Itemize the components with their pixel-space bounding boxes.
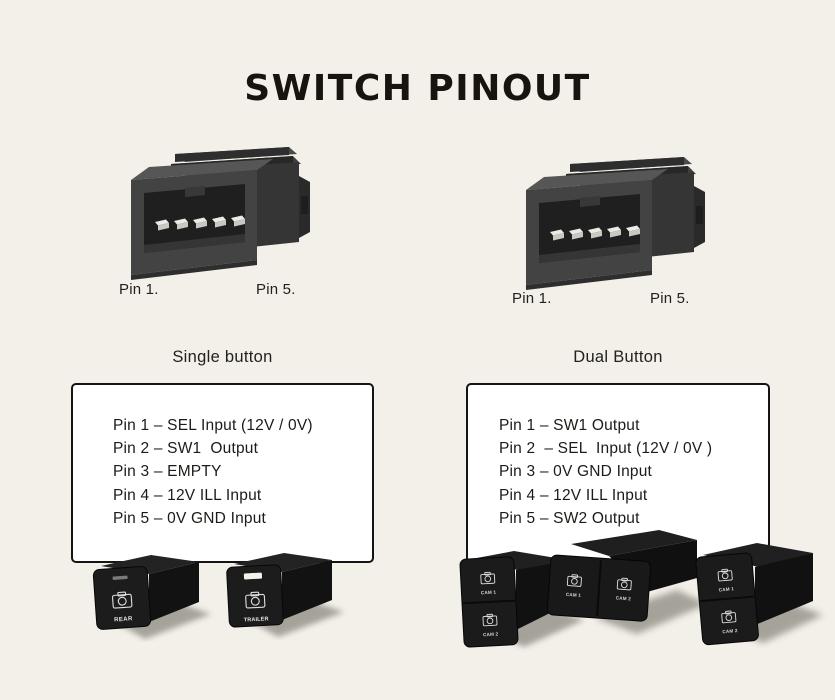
- pin-line: Pin 1 – SEL Input (12V / 0V): [113, 417, 313, 434]
- pin5-label-single: Pin 5.: [256, 281, 296, 298]
- single-pinout-box: [71, 383, 374, 563]
- pin5-label-dual: Pin 5.: [650, 290, 690, 307]
- switch-label: CAM 1: [566, 592, 582, 598]
- pin-line: Pin 3 – 0V GND Input: [499, 463, 653, 481]
- switch-label: TRAILER: [244, 616, 269, 623]
- switch-label: CAM 2: [722, 628, 738, 634]
- camera-icon: [717, 568, 733, 582]
- pin-line: Pin 3 – EMPTY: [113, 463, 222, 481]
- switch-label: CAM 2: [483, 631, 499, 637]
- camera-icon: [480, 571, 496, 585]
- dual-pin-list: Pin 1 – SW1 Output Pin 2 – SEL Input (12…: [499, 414, 712, 530]
- switch-label: CAM 2: [616, 595, 632, 601]
- camera-icon: [566, 574, 582, 587]
- connector-render-single: [131, 147, 310, 280]
- pin1-label-dual: Pin 1.: [512, 290, 552, 307]
- page-title: SWITCH PINOUT: [244, 68, 591, 109]
- illumination-bar: [112, 575, 128, 580]
- pin-line: Pin 5 – SW2 Output: [499, 509, 640, 527]
- switch-label: CAM 1: [719, 586, 735, 592]
- illumination-bar-lit: [243, 572, 263, 580]
- connector-pins: [550, 225, 640, 241]
- camera-icon: [245, 591, 266, 609]
- pin-line: Pin 4 – 12V ILL Input: [113, 486, 262, 504]
- pin-line: Pin 4 – 12V ILL Input: [499, 486, 648, 504]
- connector-pins: [155, 215, 245, 231]
- camera-icon: [721, 610, 737, 624]
- switch-label: CAM 1: [481, 590, 497, 596]
- camera-icon: [112, 591, 133, 609]
- pin-line: Pin 5 – 0V GND Input: [113, 509, 267, 527]
- pin-line: Pin 2 – SW1 Output: [113, 440, 259, 458]
- pin-line: Pin 1 – SW1 Output: [499, 417, 640, 434]
- connector-opening: [144, 184, 245, 253]
- camera-icon: [482, 613, 498, 627]
- single-pin-list: Pin 1 – SEL Input (12V / 0V) Pin 2 – SW1…: [113, 414, 313, 530]
- dual-button-heading: Dual Button: [573, 348, 663, 366]
- camera-icon: [616, 577, 632, 591]
- connector-render-dual: [526, 157, 705, 290]
- single-button-heading: Single button: [172, 348, 273, 366]
- pin1-label-single: Pin 1.: [119, 281, 159, 298]
- pin-line: Pin 2 – SEL Input (12V / 0V ): [499, 440, 713, 458]
- switch-label: REAR: [114, 616, 133, 623]
- connector-opening: [539, 194, 640, 263]
